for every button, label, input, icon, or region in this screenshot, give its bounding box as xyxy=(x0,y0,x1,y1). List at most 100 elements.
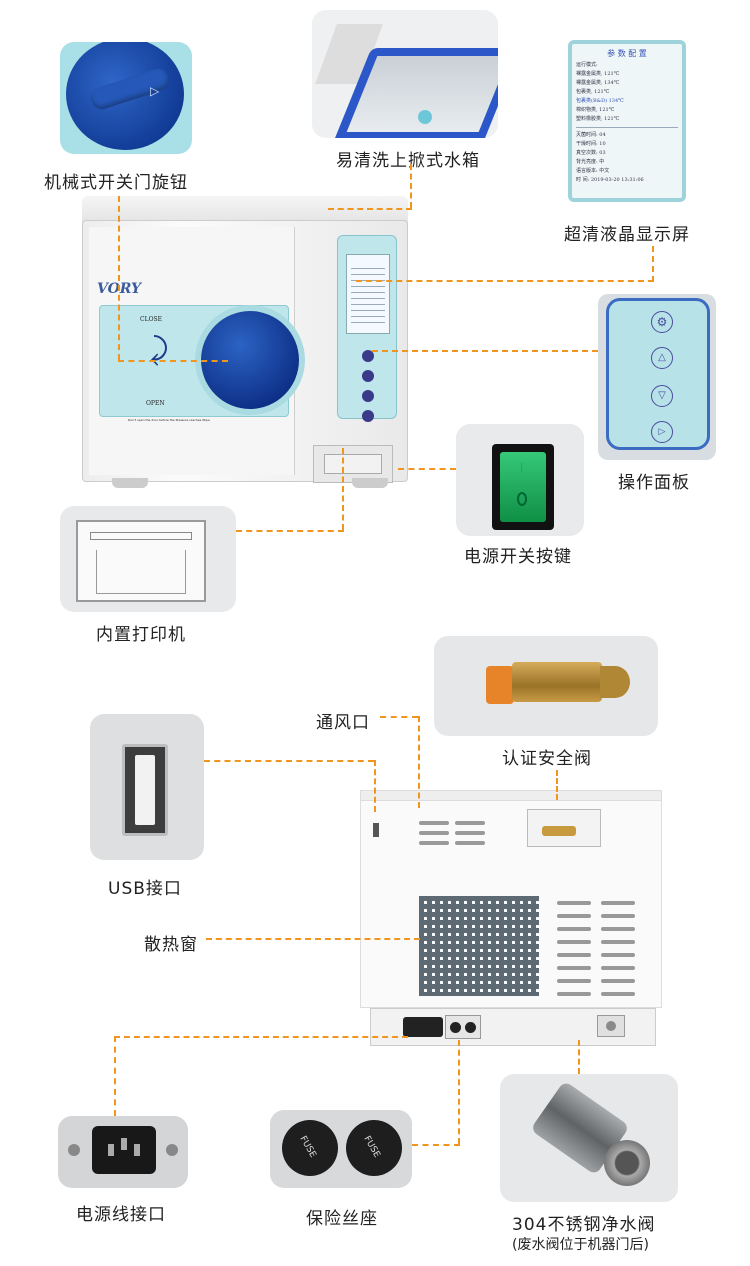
panel-button[interactable] xyxy=(362,390,374,402)
rear-bottom-bar xyxy=(370,1008,656,1046)
power-switch-photo: | xyxy=(456,424,584,536)
gear-icon[interactable]: ⚙ xyxy=(651,311,673,333)
rotate-arrow-icon: ⤸ xyxy=(150,332,168,367)
label-drain-valve-note: (废水阀位于机器门后) xyxy=(512,1237,649,1253)
lcd-row: 裸露金属类, 121℃ xyxy=(576,71,620,77)
screw-icon xyxy=(166,1144,178,1156)
printer-cover xyxy=(96,550,186,594)
lcd-row: 真空次数: 03 xyxy=(576,150,606,156)
usb-port-rear[interactable] xyxy=(373,823,379,837)
lcd-screen-photo: 参 数 配 置 运行模式: 裸露金属类, 121℃ 裸露金属类, 134℃ 包裹… xyxy=(568,40,686,202)
label-vent: 通风口 xyxy=(316,713,370,733)
machine-side xyxy=(297,227,401,475)
power-switch[interactable]: | xyxy=(500,452,546,522)
fuse-label: FUSE xyxy=(361,1134,382,1160)
leader-vent-h xyxy=(380,716,418,718)
label-printer: 内置打印机 xyxy=(96,625,186,645)
lcd-title: 参 数 配 置 xyxy=(607,49,647,58)
leader-vent-v xyxy=(418,716,420,808)
control-strip xyxy=(337,235,397,422)
valve-brass-body xyxy=(512,662,602,702)
leader-knob xyxy=(118,196,120,360)
machine-lcd-lines xyxy=(351,263,385,323)
leader-heat xyxy=(206,938,420,940)
leader-fuse-h xyxy=(412,1144,460,1146)
close-label: CLOSE xyxy=(140,316,162,323)
leader-power-v xyxy=(114,1036,116,1116)
rear-safety-valve xyxy=(542,826,576,836)
leader-panel xyxy=(372,350,598,352)
leader-tank-h xyxy=(328,208,412,210)
fuse-cap xyxy=(450,1022,461,1033)
leader-drain xyxy=(578,1040,580,1074)
leader-usb-v xyxy=(374,760,376,812)
power-inlet[interactable] xyxy=(92,1126,156,1174)
pin xyxy=(108,1144,114,1156)
usb-tongue xyxy=(135,755,155,825)
lcd-row: 裸露金属类, 134℃ xyxy=(576,80,620,86)
printer-slot xyxy=(324,454,382,474)
label-safety-valve: 认证安全阀 xyxy=(502,749,592,769)
tank-plug xyxy=(418,110,432,124)
arrow-right-icon: ▷ xyxy=(150,84,160,98)
lcd-row: 运行模式: xyxy=(576,62,598,68)
lcd-row: 时 间: 2019-03-20 13:31:06 xyxy=(576,177,644,183)
panel-button[interactable] xyxy=(362,350,374,362)
lcd-row: 塑料橡胶类, 121℃ xyxy=(576,116,620,122)
heat-window xyxy=(419,896,539,996)
control-panel-photo: ⚙ △ ▽ ▷ xyxy=(598,294,716,460)
label-power-socket: 电源线接口 xyxy=(76,1205,166,1225)
valve-orange-tip xyxy=(486,666,514,704)
panel-button[interactable] xyxy=(362,410,374,422)
fuse-cap-right[interactable]: FUSE xyxy=(346,1120,402,1176)
autoclave-front-view: VORY CLOSE OPEN ⤸ Don't open the door be… xyxy=(82,196,408,488)
leader-switch xyxy=(398,468,456,470)
fuse-cap-left[interactable]: FUSE xyxy=(282,1120,338,1176)
label-drain-valve: 304不锈钢净水阀 xyxy=(512,1215,656,1235)
label-lcd-screen: 超清液晶显示屏 xyxy=(564,225,690,245)
leader-tank xyxy=(410,164,412,208)
lcd-row: 背光亮度: 中 xyxy=(576,159,605,165)
fuse-cap xyxy=(465,1022,476,1033)
label-usb: USB接口 xyxy=(108,879,182,899)
switch-off-mark xyxy=(517,492,527,506)
lcd-row: 棉织物类, 121℃ xyxy=(576,107,615,113)
label-control-panel: 操作面板 xyxy=(618,473,690,493)
control-panel-face: ⚙ △ ▽ ▷ xyxy=(606,298,710,450)
fuse-label: FUSE xyxy=(297,1134,318,1160)
leader-printer-h xyxy=(236,530,344,532)
valve-brass-nose xyxy=(600,666,630,698)
leader-printer xyxy=(342,448,344,530)
down-arrow-icon[interactable]: ▽ xyxy=(651,385,673,407)
printer-photo xyxy=(60,506,236,612)
fuse-photo: FUSE FUSE xyxy=(270,1110,412,1188)
up-arrow-icon[interactable]: △ xyxy=(651,347,673,369)
machine-printer xyxy=(313,445,393,483)
leader-lcd-h xyxy=(356,280,654,282)
printer-box xyxy=(76,520,206,602)
power-socket-rear[interactable] xyxy=(403,1017,443,1037)
lcd-row: 语言版本: 中文 xyxy=(576,168,610,174)
usb-photo xyxy=(90,714,204,860)
drain-valve-rear[interactable] xyxy=(597,1015,625,1037)
panel-button[interactable] xyxy=(362,370,374,382)
lcd-row-highlight: 包裹类(B&D) 134℃ xyxy=(576,98,624,104)
machine-lcd xyxy=(346,254,390,334)
leader-lcd xyxy=(652,246,654,282)
rear-panel xyxy=(360,800,662,1008)
valve-recess xyxy=(527,809,601,847)
play-icon[interactable]: ▷ xyxy=(651,421,673,443)
safety-valve-photo xyxy=(434,636,658,736)
leader-valve xyxy=(556,770,558,800)
machine-foot xyxy=(352,478,388,488)
fuse-holder-rear[interactable] xyxy=(445,1015,481,1039)
leader-usb-h xyxy=(204,760,374,762)
machine-foot xyxy=(112,478,148,488)
label-power-switch: 电源开关按键 xyxy=(464,547,572,567)
open-label: OPEN xyxy=(146,400,165,407)
pin xyxy=(121,1138,127,1150)
lcd-divider xyxy=(576,127,678,128)
printer-paper-slot xyxy=(90,532,192,540)
usb-port[interactable] xyxy=(122,744,168,836)
label-fuse: 保险丝座 xyxy=(306,1209,378,1229)
